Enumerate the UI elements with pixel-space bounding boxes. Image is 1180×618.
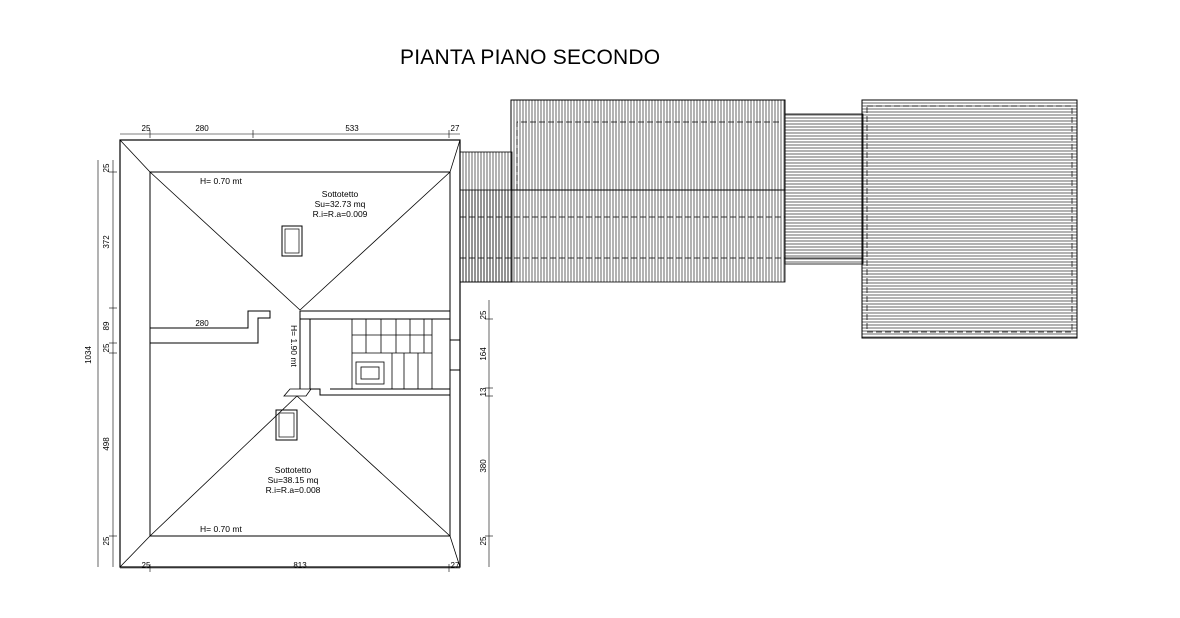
height-label-bottom: H= 0.70 mt: [200, 524, 242, 534]
roof-hip-lines: [149, 171, 451, 537]
roof-vent: [283, 388, 312, 397]
roof-hatch-area: [459, 99, 1078, 339]
dim-left-2: 372: [102, 235, 111, 249]
dimension-lines: [97, 130, 493, 572]
dim-bottom-1: 25: [142, 561, 151, 570]
room-area-lower: Su=38.15 mq: [268, 475, 319, 485]
skylight-upper: [281, 225, 303, 257]
room-area-upper: Su=32.73 mq: [315, 199, 366, 209]
dim-bottom-2: 813: [293, 561, 307, 570]
dim-top-3: 533: [345, 124, 359, 133]
dim-left-5: 498: [102, 437, 111, 451]
dim-left-3: 89: [102, 321, 111, 330]
dim-right-3: 13: [479, 387, 488, 396]
height-label-center: H= 1.90 mt: [289, 325, 299, 367]
drawing-title: PIANTA PIANO SECONDO: [400, 46, 661, 69]
dim-left-1: 25: [102, 163, 111, 172]
dim-right-1: 25: [479, 310, 488, 319]
dim-top-2: 280: [195, 124, 209, 133]
dim-left-6: 25: [102, 536, 111, 545]
room-ratio-lower: R.i=R.a=0.008: [266, 485, 321, 495]
room-name-lower: Sottotetto: [275, 465, 312, 475]
dim-right-4: 380: [479, 459, 488, 473]
skylight-lower: [275, 409, 298, 441]
staircase: [351, 318, 433, 390]
dim-right-5: 25: [479, 536, 488, 545]
dim-right-2: 164: [479, 347, 488, 361]
dim-top-1: 25: [142, 124, 151, 133]
dim-left-4: 25: [102, 343, 111, 352]
dim-left-total: 1034: [84, 346, 93, 364]
height-label-top: H= 0.70 mt: [200, 176, 242, 186]
dim-bottom-3: 27: [451, 561, 460, 570]
dim-top-4: 27: [451, 124, 460, 133]
room-name-upper: Sottotetto: [322, 189, 359, 199]
dim-inner-partition: 280: [195, 319, 209, 328]
room-ratio-upper: R.i=R.a=0.009: [313, 209, 368, 219]
